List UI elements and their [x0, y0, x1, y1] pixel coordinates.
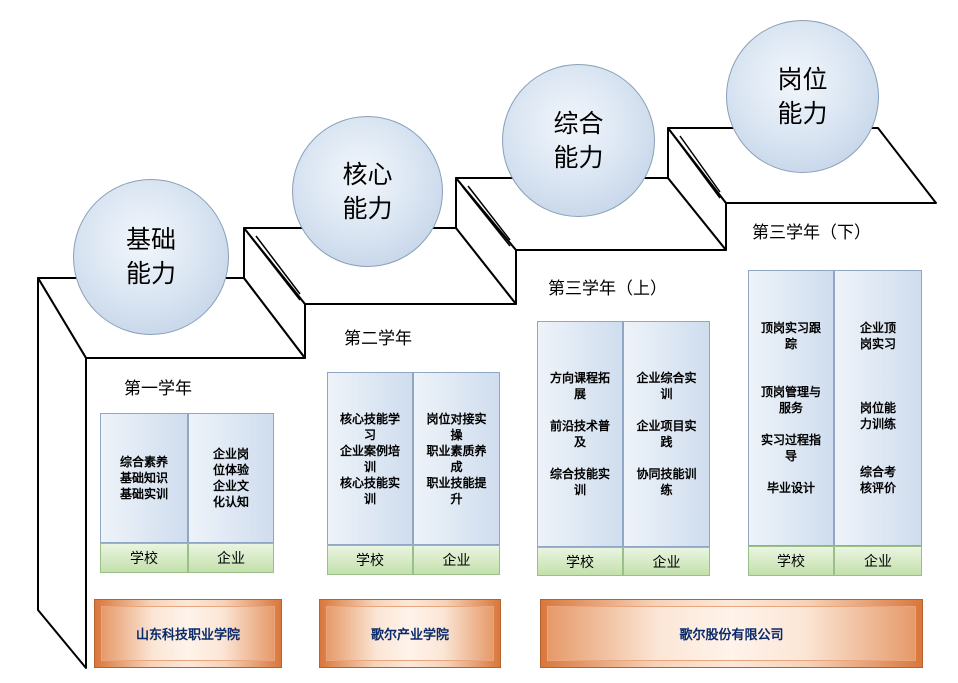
ability-label: 核心能力	[342, 159, 393, 223]
ability-label: 岗位能力	[777, 64, 828, 128]
year-label-3: 第三学年（上）	[548, 279, 667, 299]
institution-label: 歌尔股份有限公司	[547, 606, 916, 661]
year-label-1: 第一学年	[124, 379, 192, 399]
school-content: 顶岗实习跟 踪 顶岗管理与 服务 实习过程指 导 毕业设计	[760, 321, 821, 495]
ability-circle-core: 核心能力	[292, 116, 443, 267]
enterprise-tag: 企业	[188, 543, 274, 573]
enterprise-tag: 企业	[834, 546, 922, 576]
enterprise-content: 岗位对接实 操 职业素质养 成 职业技能提 升	[426, 411, 487, 506]
school-content-panel: 顶岗实习跟 踪 顶岗管理与 服务 实习过程指 导 毕业设计	[748, 270, 834, 546]
school-tag: 学校	[327, 545, 413, 575]
ability-circle-job: 岗位能力	[726, 20, 879, 173]
school-content-panel: 核心技能学 习 企业案例培 训 核心技能实 训	[327, 372, 413, 545]
enterprise-content-panel: 企业综合实 训 企业项目实 践 协同技能训 练	[623, 321, 710, 547]
enterprise-content: 企业顶 岗实习 岗位能 力训练 综合考 核评价	[859, 321, 896, 495]
school-tag: 学校	[100, 543, 188, 573]
year-label-2: 第二学年	[344, 329, 412, 349]
enterprise-content-panel: 企业岗 位体验 企业文 化认知	[188, 413, 274, 543]
school-content: 核心技能学 习 企业案例培 训 核心技能实 训	[339, 411, 400, 506]
institution-bar-college: 山东科技职业学院	[94, 599, 282, 668]
year-label-4: 第三学年（下）	[752, 223, 871, 243]
school-tag: 学校	[537, 547, 623, 576]
institution-label: 歌尔产业学院	[326, 606, 494, 661]
ability-circle-comprehensive: 综合能力	[502, 64, 655, 217]
ability-label: 基础能力	[125, 225, 176, 288]
ability-label: 综合能力	[553, 108, 604, 172]
enterprise-content: 企业综合实 训 企业项目实 践 协同技能训 练	[636, 371, 697, 497]
school-content-panel: 综合素养 基础知识 基础实训	[100, 413, 188, 543]
step-1-side	[37, 277, 87, 669]
ability-circle-basic: 基础能力	[73, 179, 229, 335]
enterprise-content-panel: 岗位对接实 操 职业素质养 成 职业技能提 升	[413, 372, 500, 545]
enterprise-content-panel: 企业顶 岗实习 岗位能 力训练 综合考 核评价	[834, 270, 922, 546]
institution-bar-industry-college: 歌尔产业学院	[319, 599, 501, 668]
institution-label: 山东科技职业学院	[101, 606, 275, 661]
school-content-panel: 方向课程拓 展 前沿技术普 及 综合技能实 训	[537, 321, 623, 547]
school-content: 综合素养 基础知识 基础实训	[119, 455, 168, 501]
institution-bar-company: 歌尔股份有限公司	[540, 599, 923, 668]
enterprise-content: 企业岗 位体验 企业文 化认知	[212, 447, 249, 509]
school-tag: 学校	[748, 546, 834, 576]
enterprise-tag: 企业	[413, 545, 500, 575]
school-content: 方向课程拓 展 前沿技术普 及 综合技能实 训	[549, 371, 610, 497]
enterprise-tag: 企业	[623, 547, 710, 576]
